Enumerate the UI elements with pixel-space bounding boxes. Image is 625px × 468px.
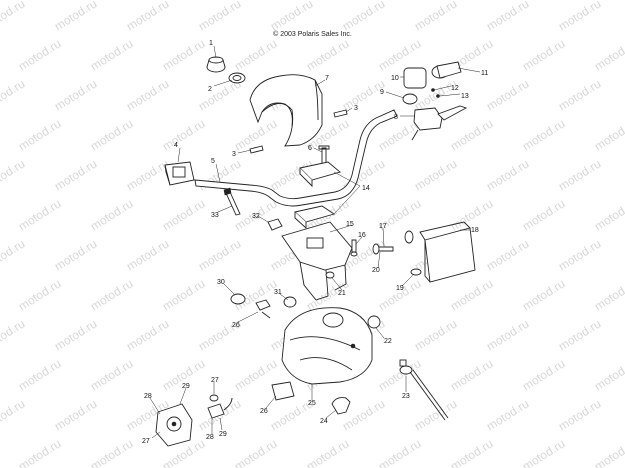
part-ignition-switch	[155, 394, 233, 447]
callout-6: 6	[308, 145, 312, 152]
part-clamps	[294, 161, 341, 230]
callout-28: 28	[206, 434, 214, 441]
callout-27: 27	[211, 377, 219, 384]
callout-17: 17	[379, 223, 387, 230]
callout-15: 15	[346, 221, 354, 228]
copyright-notice: © 2003 Polaris Sales Inc.	[273, 31, 352, 38]
callout-10: 10	[391, 75, 399, 82]
leader-lines	[149, 45, 481, 439]
callout-24: 24	[320, 418, 328, 425]
callout-20: 20	[372, 267, 380, 274]
part-switch-housing	[164, 161, 195, 186]
callout-3: 3	[354, 105, 358, 112]
callout-25: 25	[308, 400, 316, 407]
part-clip	[331, 397, 351, 415]
part-bracket	[281, 221, 353, 301]
part-pod-cover	[249, 74, 323, 147]
callout-18: 18	[471, 227, 479, 234]
part-plug	[367, 315, 381, 329]
part-handlebar	[194, 109, 398, 207]
callout-21: 21	[338, 290, 346, 297]
callout-8: 8	[394, 114, 398, 121]
part-block-32	[267, 218, 283, 231]
callout-1: 1	[209, 40, 213, 47]
callout-26: 26	[232, 322, 240, 329]
callout-14: 14	[362, 185, 370, 192]
part-grip-end	[206, 56, 246, 84]
callout-3: 3	[232, 151, 236, 158]
callout-numbers: 1 2 3 3 4 5 6 7 8 9 10 11 12 13 14 15 16…	[142, 40, 488, 445]
callout-13: 13	[461, 93, 469, 100]
callout-30: 30	[217, 279, 225, 286]
callout-11: 11	[481, 70, 488, 77]
callout-12: 12	[451, 85, 459, 92]
callout-19: 19	[396, 285, 404, 292]
part-master-cylinder	[402, 61, 468, 141]
callout-9: 9	[380, 89, 384, 96]
callout-32: 32	[252, 213, 260, 220]
callout-16: 16	[358, 232, 366, 239]
callout-27: 27	[142, 438, 150, 445]
part-fasteners	[325, 239, 394, 279]
callout-4: 4	[174, 142, 178, 149]
callout-31: 31	[274, 289, 282, 296]
callout-28: 28	[144, 393, 152, 400]
callout-22: 22	[384, 338, 392, 345]
callout-7: 7	[325, 75, 329, 82]
callout-26: 26	[260, 408, 268, 415]
callout-33: 33	[211, 212, 219, 219]
callout-23: 23	[402, 393, 410, 400]
callout-29: 29	[182, 383, 190, 390]
part-speedo-cable	[399, 359, 449, 421]
callout-5: 5	[211, 158, 215, 165]
callout-2: 2	[208, 86, 212, 93]
part-screws	[249, 109, 348, 154]
part-long-bolt	[223, 187, 241, 216]
part-headlight	[404, 221, 476, 283]
callout-29: 29	[219, 431, 227, 438]
part-lower-housing	[281, 307, 373, 385]
